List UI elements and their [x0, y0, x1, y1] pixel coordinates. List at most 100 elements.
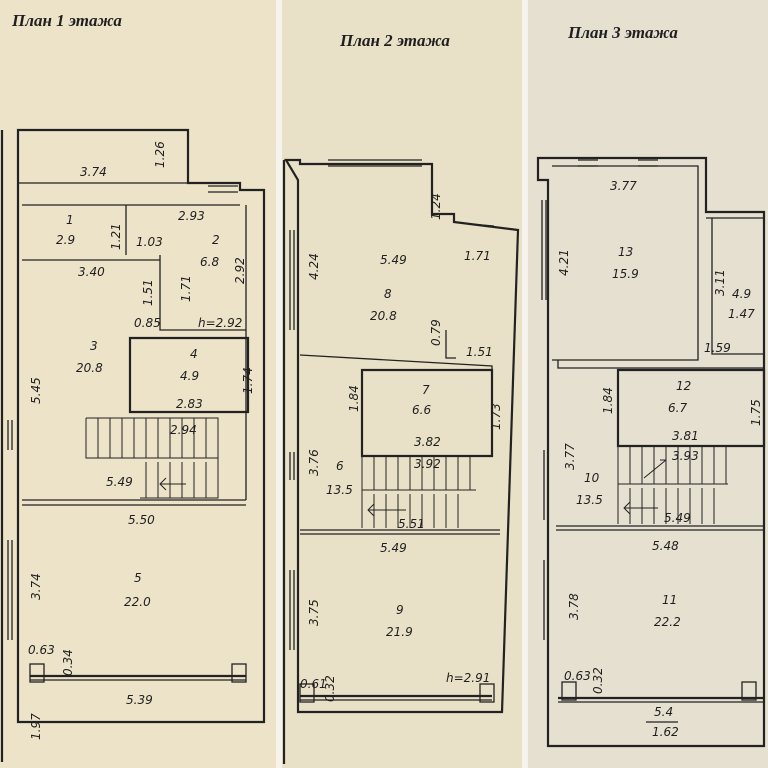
dim-label: 1.21 — [109, 223, 123, 250]
dim-label: 3.77 — [563, 443, 577, 470]
room-area: 22.0 — [124, 595, 151, 609]
plan-2-title: План 2 этажа — [339, 31, 450, 50]
dim-label: 1.84 — [601, 387, 615, 414]
dim-label: 5.49 — [664, 511, 691, 525]
dim-label: 1.73 — [489, 403, 503, 430]
plan-2-dimensions: 1.24 4.24 5.49 1.71 0.79 1.51 1.84 1.73 … — [300, 193, 503, 702]
plan-1-rooms: 1 2.9 2 6.8 3 20.8 4 4.9 5 22.0 — [56, 213, 220, 609]
dim-label: 2.92 — [233, 257, 247, 284]
plan-2-walls — [282, 158, 520, 764]
dim-label: 1.71 — [179, 275, 193, 302]
room-number: 3 — [90, 339, 98, 353]
plan-3-walls — [536, 156, 766, 748]
dim-label: 3.82 — [414, 435, 441, 449]
room-area: 13.5 — [576, 493, 603, 507]
dim-label: 3.93 — [672, 449, 699, 463]
dim-label: 1.24 — [429, 193, 443, 220]
room-area: 20.8 — [370, 309, 397, 323]
room-number: 11 — [662, 593, 677, 607]
plan-1-stairs — [85, 417, 219, 499]
dim-label: 1.26 — [153, 141, 167, 168]
plan-3-dimensions: 3.77 4.21 3.11 1.59 1.84 1.75 3.77 3.81 … — [557, 179, 763, 719]
dim-label: 3.92 — [414, 457, 441, 471]
dim-label: 5.49 — [380, 253, 407, 267]
dim-label: 5.49 — [380, 541, 407, 555]
plan-divider — [276, 0, 282, 768]
plan-divider — [522, 0, 528, 768]
plan-2-sheet: План 2 этажа 1.24 4.24 5.49 1.71 0.79 1.… — [282, 0, 522, 768]
room-area: 20.8 — [76, 361, 103, 375]
room-number: 9 — [396, 603, 404, 617]
dim-label: 1.51 — [141, 279, 155, 306]
room-number: 2 — [212, 233, 220, 247]
dim-label: 3.75 — [307, 599, 321, 626]
dim-label: 3.76 — [307, 449, 321, 476]
dim-label: 1.97 — [29, 713, 43, 740]
plan-3-title: План 3 этажа — [567, 23, 678, 42]
dim-label: 0.32 — [591, 667, 605, 694]
dim-label: 5.39 — [126, 693, 153, 707]
dim-label: 3.74 — [80, 165, 107, 179]
room-area: 1.62 — [652, 725, 679, 739]
dim-label: h=2.92 — [198, 316, 242, 330]
plan-1-title: План 1 этажа — [11, 11, 122, 30]
plan-1-drawing: План 1 этажа 3.74 1.26 1.21 2.93 2.92 — [0, 11, 266, 762]
dim-label: 0.32 — [323, 675, 337, 702]
dim-label: h=2.91 — [446, 671, 490, 685]
room-number: 7 — [422, 383, 430, 397]
room-number: 1 — [66, 213, 74, 227]
dim-label: 5.48 — [652, 539, 679, 553]
dim-label: 3.81 — [672, 429, 699, 443]
dim-label: 2.83 — [176, 397, 203, 411]
dim-label: 1.75 — [749, 399, 763, 426]
plan-1-sheet: План 1 этажа 3.74 1.26 1.21 2.93 2.92 — [0, 0, 276, 768]
room-area: 6.7 — [668, 401, 687, 415]
plan-3-rooms: 13 15.9 4.9 1.47 12 6.7 10 13.5 11 22.2 … — [576, 245, 755, 739]
room-area: 2.9 — [56, 233, 75, 247]
room-number: 12 — [676, 379, 691, 393]
room-number: 4 — [190, 347, 198, 361]
dim-label: 1.84 — [347, 385, 361, 412]
dim-label: 5.4 — [654, 705, 673, 719]
dim-label: 5.49 — [106, 475, 133, 489]
dim-label: 3.78 — [567, 593, 581, 620]
room-area: 6.8 — [200, 255, 219, 269]
dim-label: 0.34 — [61, 649, 75, 676]
plan-1-dimensions: 3.74 1.26 1.21 2.93 2.92 1.03 3.40 1.51 … — [28, 141, 255, 740]
dim-label: 2.93 — [178, 209, 205, 223]
dim-label: 5.45 — [29, 377, 43, 404]
room-number: 13 — [618, 245, 633, 259]
dim-label: 3.77 — [610, 179, 637, 193]
plan-2-rooms: 8 20.8 7 6.6 6 13.5 9 21.9 — [326, 287, 431, 639]
dim-label: 0.63 — [564, 669, 591, 683]
plan-3-stairs — [617, 446, 728, 524]
plan-3-drawing: План 3 этажа 3.77 4.21 3.11 1.59 1.84 1.… — [536, 23, 766, 748]
dim-label: 2.94 — [170, 423, 197, 437]
dim-label: 1.51 — [466, 345, 493, 359]
dim-label: 4.21 — [557, 249, 571, 276]
room-number: 4.9 — [732, 287, 751, 301]
room-number: 6 — [336, 459, 344, 473]
room-area: 22.2 — [654, 615, 681, 629]
dim-label: 1.59 — [704, 341, 731, 355]
dim-label: 0.61 — [300, 677, 327, 691]
dim-label: 1.74 — [241, 367, 255, 394]
dim-label: 3.74 — [29, 573, 43, 600]
dim-label: 5.51 — [398, 517, 425, 531]
room-area: 21.9 — [386, 625, 413, 639]
room-area: 13.5 — [326, 483, 353, 497]
room-area: 6.6 — [412, 403, 431, 417]
plan-2-stairs — [361, 456, 476, 528]
room-area: 15.9 — [612, 267, 639, 281]
dim-label: 1.03 — [136, 235, 163, 249]
room-area: 1.47 — [728, 307, 755, 321]
room-number: 10 — [584, 471, 600, 485]
dim-label: 3.40 — [78, 265, 105, 279]
dim-label: 3.11 — [713, 269, 727, 296]
dim-label: 1.71 — [464, 249, 491, 263]
dim-label: 0.63 — [28, 643, 55, 657]
dim-label: 0.85 — [134, 316, 161, 330]
room-area: 4.9 — [180, 369, 199, 383]
plan-1-walls — [0, 128, 266, 762]
room-number: 8 — [384, 287, 392, 301]
